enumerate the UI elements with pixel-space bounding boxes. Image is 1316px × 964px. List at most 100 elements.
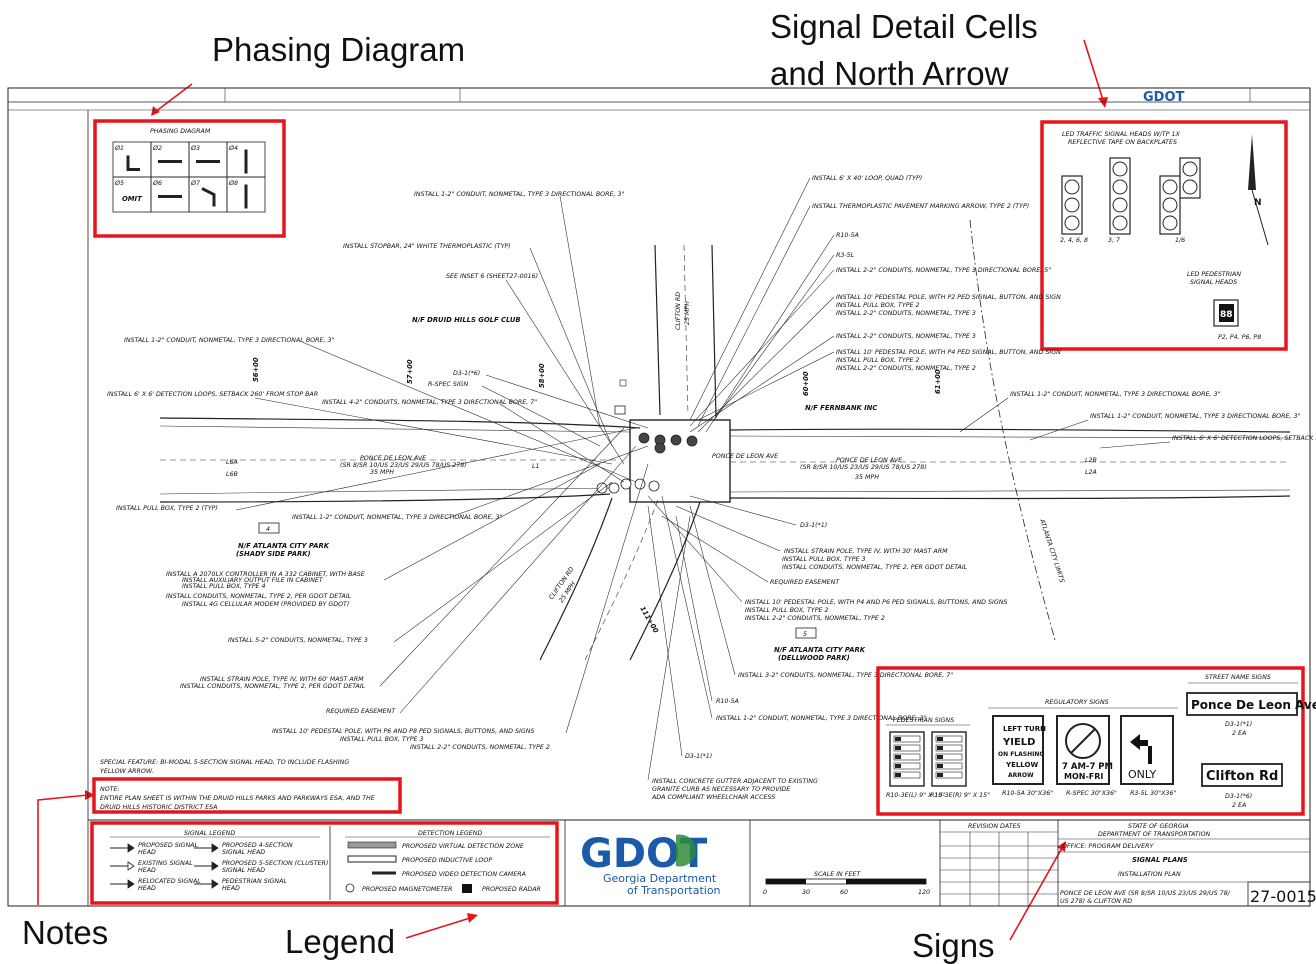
svg-text:YELLOW: YELLOW: [1005, 761, 1038, 769]
plan-note-south: INSTALL PULL BOX, TYPE 3: [782, 556, 865, 563]
plan-note-east: INSTALL PULL BOX, TYPE 2: [836, 357, 919, 364]
shady-park-2: (SHADY SIDE PARK): [236, 550, 311, 558]
title-block: REVISION DATES STATE OF GEORGIA DEPARTME…: [939, 820, 1316, 907]
street1-qty: 2 EA: [1232, 730, 1246, 737]
inductive-loop-icon: [347, 855, 397, 863]
ped-sign-left-icon: [889, 731, 925, 787]
plan-note-west: INSTALL A 2070LX CONTROLLER IN A 332 CAB…: [166, 571, 365, 578]
heads-title-1: LED TRAFFIC SIGNAL HEADS W/TP 1X: [1062, 131, 1180, 138]
road-ponce-sr-east: (SR 8/SR 10/US 23/US 29/US 78/US 278): [800, 464, 927, 471]
phase-label: Ø5: [114, 179, 124, 187]
plan-note-east: INSTALL THERMOPLASTIC PAVEMENT MARKING A…: [812, 203, 1029, 210]
callout-legend: Legend: [285, 923, 395, 960]
plan-note-south: INSTALL STRAIN POLE, TYPE IV, WITH 30' M…: [784, 548, 948, 555]
plan-note-west: INSTALL 5-2" CONDUITS, NONMETAL, TYPE 3: [228, 637, 368, 644]
plan-note-west: INSTALL PULL BOX, TYPE 2 (TYP): [116, 505, 218, 512]
scale-bar: SCALE IN FEET 0 30 60 120: [763, 871, 930, 896]
signal-lens-icon: [1112, 179, 1128, 195]
tb-office: OFFICE: PROGRAM DELIVERY: [1062, 843, 1155, 850]
plan-note-south: INSTALL CONDUITS, NONMETAL, TYPE 2, PER …: [782, 564, 968, 571]
note-head: NOTE:: [100, 786, 120, 793]
phase-arrow-icon: [201, 187, 216, 207]
north-arrow-icon: N: [1248, 134, 1269, 246]
clifton-speed-north: 25 MPH: [684, 301, 691, 325]
signal-head-callout-icon: [686, 435, 698, 447]
signal-lens-icon: [1182, 161, 1198, 177]
legend-signal-label: PEDESTRIAN SIGNAL: [222, 878, 287, 885]
street-signs-title: STREET NAME SIGNS: [1205, 674, 1271, 681]
plan-note-west: D3-1(*6): [453, 370, 480, 377]
ped-sign-right-icon: [931, 731, 967, 787]
svg-text:ON FLASHING: ON FLASHING: [998, 751, 1044, 758]
signal-head-callout-icon: [638, 432, 650, 444]
callout-notes: Notes: [22, 914, 108, 951]
signal-lens-icon: [1112, 161, 1128, 177]
signal-lens-icon: [1182, 179, 1198, 195]
heads-title-2: REFLECTIVE TAPE ON BACKPLATES: [1068, 139, 1177, 146]
callout-signal-detail-1: Signal Detail Cells: [770, 8, 1038, 45]
shady-park-1: N/F ATLANTA CITY PARK: [238, 542, 330, 550]
plan-note-west: INSTALL CONDUITS, NONMETAL, TYPE 2, PER …: [166, 593, 352, 600]
legend-signal-label-2: HEAD: [138, 849, 156, 856]
plan-note-south: D3-1(*1): [685, 753, 712, 760]
speed-west: 35 MPH: [370, 469, 394, 476]
legend-signal-label-2: HEAD: [222, 885, 240, 892]
legend-signal-label-2: SIGNAL HEAD: [222, 867, 265, 874]
plan-note-south: D3-1(*1): [800, 522, 827, 529]
signal-lens-icon: [1162, 197, 1178, 213]
city-limits: ATLANTA CITY LIMITS: [1038, 518, 1065, 584]
revision-dates: REVISION DATES: [968, 823, 1021, 830]
signal-lens-icon: [1112, 197, 1128, 213]
signal-lens-icon: [1064, 179, 1080, 195]
notes-section: SPECIAL FEATURE: BI-MODAL 5-SECTION SIGN…: [92, 759, 402, 814]
plan-note-west: INSTALL 4G CELLULAR MODEM (PROVIDED BY G…: [182, 601, 349, 608]
signal-head-callout-icon: [620, 478, 632, 490]
plan-note-west: INSTALL 1-2" CONDUIT, NONMETAL, TYPE 3 D…: [124, 337, 334, 344]
plan-note-west: INSTALL 4-2" CONDUITS, NONMETAL, TYPE 3 …: [322, 399, 537, 406]
scale-tick-3: 120: [918, 889, 930, 896]
lane-label: L6A: [226, 459, 238, 466]
signal-detail-cells: LED TRAFFIC SIGNAL HEADS W/TP 1X REFLECT…: [1040, 120, 1288, 351]
scale-tick-1: 30: [802, 889, 810, 896]
plan-note-east: INSTALL 2-2" CONDUITS, NONMETAL, TYPE 3: [836, 310, 976, 317]
station-label: 56+00: [252, 357, 260, 382]
scale-tick-0: 0: [763, 889, 767, 896]
fernbank: N/F FERNBANK INC: [805, 404, 877, 412]
head-label-3: 1/6: [1175, 237, 1185, 244]
virtual-zone-icon: [347, 841, 397, 849]
plan-note-far-east: INSTALL 6' X 6' DETECTION LOOPS, SETBACK…: [1172, 435, 1316, 442]
phase-label: Ø3: [190, 144, 200, 152]
svg-text:Clifton Rd: Clifton Rd: [1206, 769, 1278, 784]
street1-code: D3-1(*1): [1225, 721, 1252, 728]
plan-note-east: R10-5A: [836, 232, 859, 239]
plan-note-east: INSTALL 2-2" CONDUITS, NONMETAL, TYPE 3 …: [836, 267, 1051, 274]
ped-sign-label-2: R10-3E(R) 9" X 15": [930, 792, 990, 799]
plan-note-west: INSTALL 6' X 6' DETECTION LOOPS, SETBACK…: [107, 391, 318, 398]
north-label: N: [1254, 198, 1262, 208]
plan-note-south: REQUIRED EASEMENT: [770, 579, 840, 586]
road-ponce-sr-west: (SR 8/SR 10/US 23/US 29/US 78/US 278): [340, 462, 467, 469]
magnetometer-icon: [345, 883, 355, 893]
svg-text:88: 88: [1220, 310, 1233, 320]
plan-note-west: INSTALL AUXILIARY OUTPUT FILE IN CABINET: [182, 577, 324, 584]
tb-plans: SIGNAL PLANS: [1132, 856, 1188, 864]
legend-section: SIGNAL LEGEND DETECTION LEGEND PROPOSED …: [90, 821, 559, 905]
ped-label: P2, P4, P6, P8: [1218, 334, 1261, 341]
svg-text:ONLY: ONLY: [1128, 768, 1157, 781]
phase-label: Ø8: [228, 179, 238, 187]
head-label-1: 2, 4, 6, 8: [1060, 237, 1088, 244]
header-gdot-logo: GDOT: [1143, 90, 1185, 105]
lane-label: L2A: [1085, 469, 1097, 476]
plan-note-east: INSTALL 10' PEDESTAL POLE, WITH P4 PED S…: [836, 349, 1061, 356]
plan-note-south: INSTALL 2-2" CONDUITS, NONMETAL, TYPE 2: [745, 615, 885, 622]
legend-signal-label: PROPOSED SIGNAL: [138, 842, 198, 849]
signal-head-cluster-icon: [1179, 157, 1201, 199]
legend-detection-label: PROPOSED RADAR: [482, 886, 541, 893]
ped-title-2: SIGNAL HEADS: [1190, 279, 1237, 286]
plan-note-east: R3-5L: [836, 252, 855, 259]
plan-note-south: INSTALL 1-2" CONDUIT, NONMETAL, TYPE 3 D…: [716, 715, 926, 722]
signal-head-3-section-icon: [1061, 175, 1083, 235]
special-feature-2: YELLOW ARROW.: [100, 768, 154, 775]
legend-detection-label: PROPOSED MAGNETOMETER: [362, 886, 452, 893]
left-only-sign: ONLY: [1120, 715, 1174, 785]
